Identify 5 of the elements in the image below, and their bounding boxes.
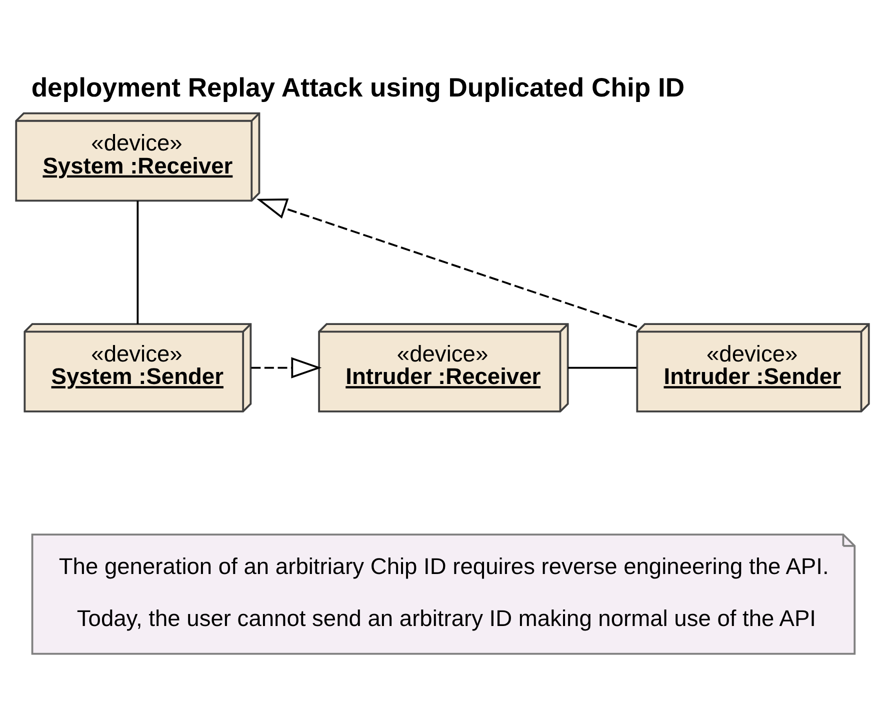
arrow (256, 198, 638, 328)
arrow (251, 356, 322, 378)
diagram-title: deployment Replay Attack using Duplicated Chip ID (31, 72, 685, 102)
connector (136, 200, 139, 324)
connector (568, 366, 637, 368)
